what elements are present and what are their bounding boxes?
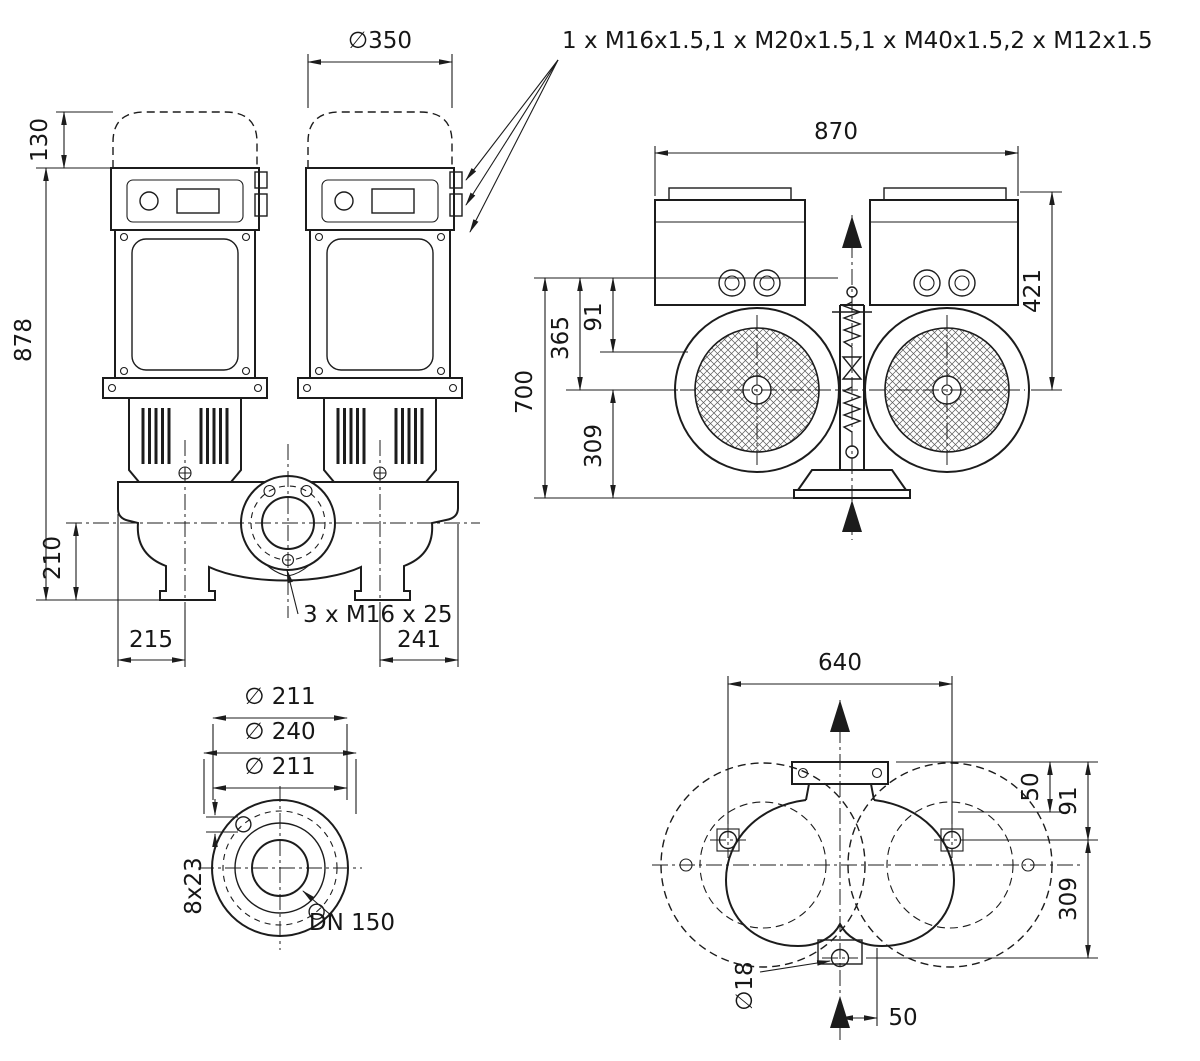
- dim-text-365: 365: [548, 316, 574, 360]
- side-terminal-box-left: [654, 187, 806, 306]
- dim-text-hood-height: 130: [27, 118, 53, 162]
- flange-centerlines: [198, 786, 362, 950]
- dim-text-offset-right: 241: [397, 627, 441, 653]
- dim-plan-50-bottom: 50: [839, 948, 918, 1031]
- dim-text-dn: DN 150: [309, 910, 395, 936]
- dim-text-anchor-hole: ∅18: [732, 961, 758, 1010]
- dim-text-bolt-span: 640: [818, 650, 862, 676]
- dim-text-91: 91: [581, 302, 607, 331]
- plan-flow-arrow-top: [830, 700, 850, 732]
- plan-anchor-bolt-right: [934, 822, 970, 858]
- flange-dn-label: DN 150: [302, 890, 395, 936]
- cable-gland-callout-text: 1 x M16x1.5,1 x M20x1.5,1 x M40x1.5,2 x …: [562, 28, 1153, 54]
- dim-flange-outer-top: ∅ 211 ∅ 240 ∅ 211: [203, 684, 357, 814]
- dim-text-flange-211-bottom: ∅ 211: [244, 754, 315, 780]
- dim-text-overall-width: 870: [814, 119, 858, 145]
- flange-detail-view: ∅ 211 ∅ 240 ∅ 211 8x23 DN 150: [181, 684, 395, 950]
- plan-view: 640 50 91 309 50 ∅18: [652, 650, 1098, 1040]
- flange-bolt-hole-1: [235, 816, 252, 833]
- flange-bolt-hole-2: [308, 903, 325, 920]
- dim-side-309: 309: [581, 389, 616, 499]
- dim-text-bolt-holes: 8x23: [181, 857, 207, 915]
- dim-plan-91: 91: [1056, 761, 1091, 841]
- front-flange-bolt-note: 3 x M16 x 25: [286, 569, 452, 628]
- dim-side-overall-width: 870: [654, 119, 1019, 196]
- side-ref-lines: [534, 277, 838, 499]
- dim-text-50-right: 50: [1018, 772, 1044, 801]
- plan-flow-arrow-bottom: [830, 996, 850, 1028]
- dim-text-flange-240: ∅ 240: [244, 719, 315, 745]
- plan-anchor-hole-label: ∅18: [732, 960, 831, 1011]
- cable-gland-callout: 1 x M16x1.5,1 x M20x1.5,1 x M40x1.5,2 x …: [465, 28, 1153, 233]
- dim-text-50-bottom: 50: [888, 1005, 917, 1031]
- dim-plan-309: 309: [1056, 839, 1091, 959]
- dim-text-421: 421: [1020, 269, 1046, 313]
- dim-text-700: 700: [512, 370, 538, 414]
- dim-text-plan-91: 91: [1056, 786, 1082, 815]
- dim-text-hood-diameter: ∅350: [348, 28, 412, 54]
- plan-flange-bolt-right: [871, 767, 883, 779]
- dim-front-total-height: 878: [11, 167, 160, 601]
- dim-side-365: 365: [548, 277, 583, 391]
- flow-arrow-top: [842, 216, 862, 248]
- dim-text-axis-height: 210: [40, 536, 66, 580]
- plan-anchor-bolt-left: [710, 822, 746, 858]
- front-view: ∅350 130 878 210 215 241: [11, 28, 1153, 667]
- dim-side-91: 91: [581, 277, 616, 353]
- dim-text-309: 309: [581, 424, 607, 468]
- dim-side-421: 421: [1020, 191, 1062, 391]
- dim-text-offset-left: 215: [129, 627, 173, 653]
- dim-front-hood-height: 130: [27, 111, 113, 169]
- dim-flange-bolt-holes: 8x23: [181, 799, 238, 915]
- dim-front-offsets: 215 241: [117, 514, 459, 667]
- dim-front-axis-height: 210: [40, 522, 79, 601]
- side-view: 870 421 700 365 91 309: [512, 119, 1062, 540]
- dim-front-hood-diameter: ∅350: [307, 28, 453, 108]
- side-terminal-box-right: [869, 187, 1019, 306]
- front-motor-left: [101, 110, 269, 484]
- dim-side-700: 700: [512, 277, 548, 499]
- plan-flange-neck: [805, 783, 875, 801]
- dim-text-plan-309: 309: [1056, 877, 1082, 921]
- dim-text-flange-211-top: ∅ 211: [244, 684, 315, 710]
- plan-flange-bolt-left: [797, 767, 809, 779]
- plan-ref-lines-right: [866, 761, 1098, 959]
- dim-plan-50-right: 50: [1018, 761, 1053, 813]
- dim-text-total-height: 878: [11, 318, 37, 362]
- flow-arrow-bottom: [842, 500, 862, 532]
- flange-bolt-note-text: 3 x M16 x 25: [303, 602, 452, 628]
- dim-plan-bolt-span: 640: [727, 650, 953, 824]
- front-motor-right: [296, 110, 464, 484]
